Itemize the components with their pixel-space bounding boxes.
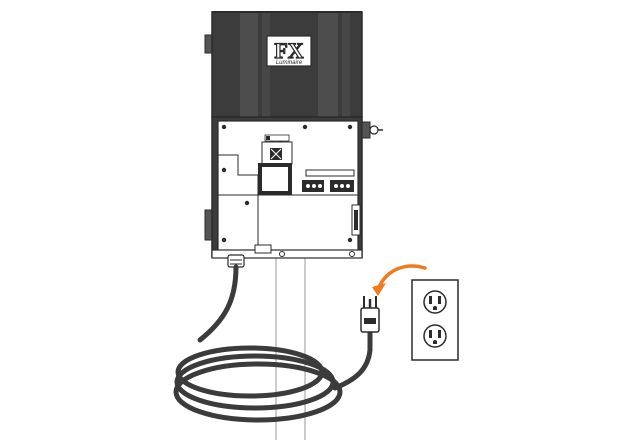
transformer-housing-icon: FX Luminaire [204,11,383,268]
three-prong-plug-icon [360,296,380,333]
brand-name: Luminaire [276,60,303,66]
duplex-outlet-icon [411,279,459,361]
outlet-receptacle-top [423,290,447,314]
outlet-receptacle-bottom [423,324,447,348]
power-cord-icon [173,264,373,423]
brand-logo: FX Luminaire [266,35,312,67]
curved-arrow-icon [372,264,427,296]
brand-mark: FX [274,38,303,63]
mounting-post [275,255,306,440]
